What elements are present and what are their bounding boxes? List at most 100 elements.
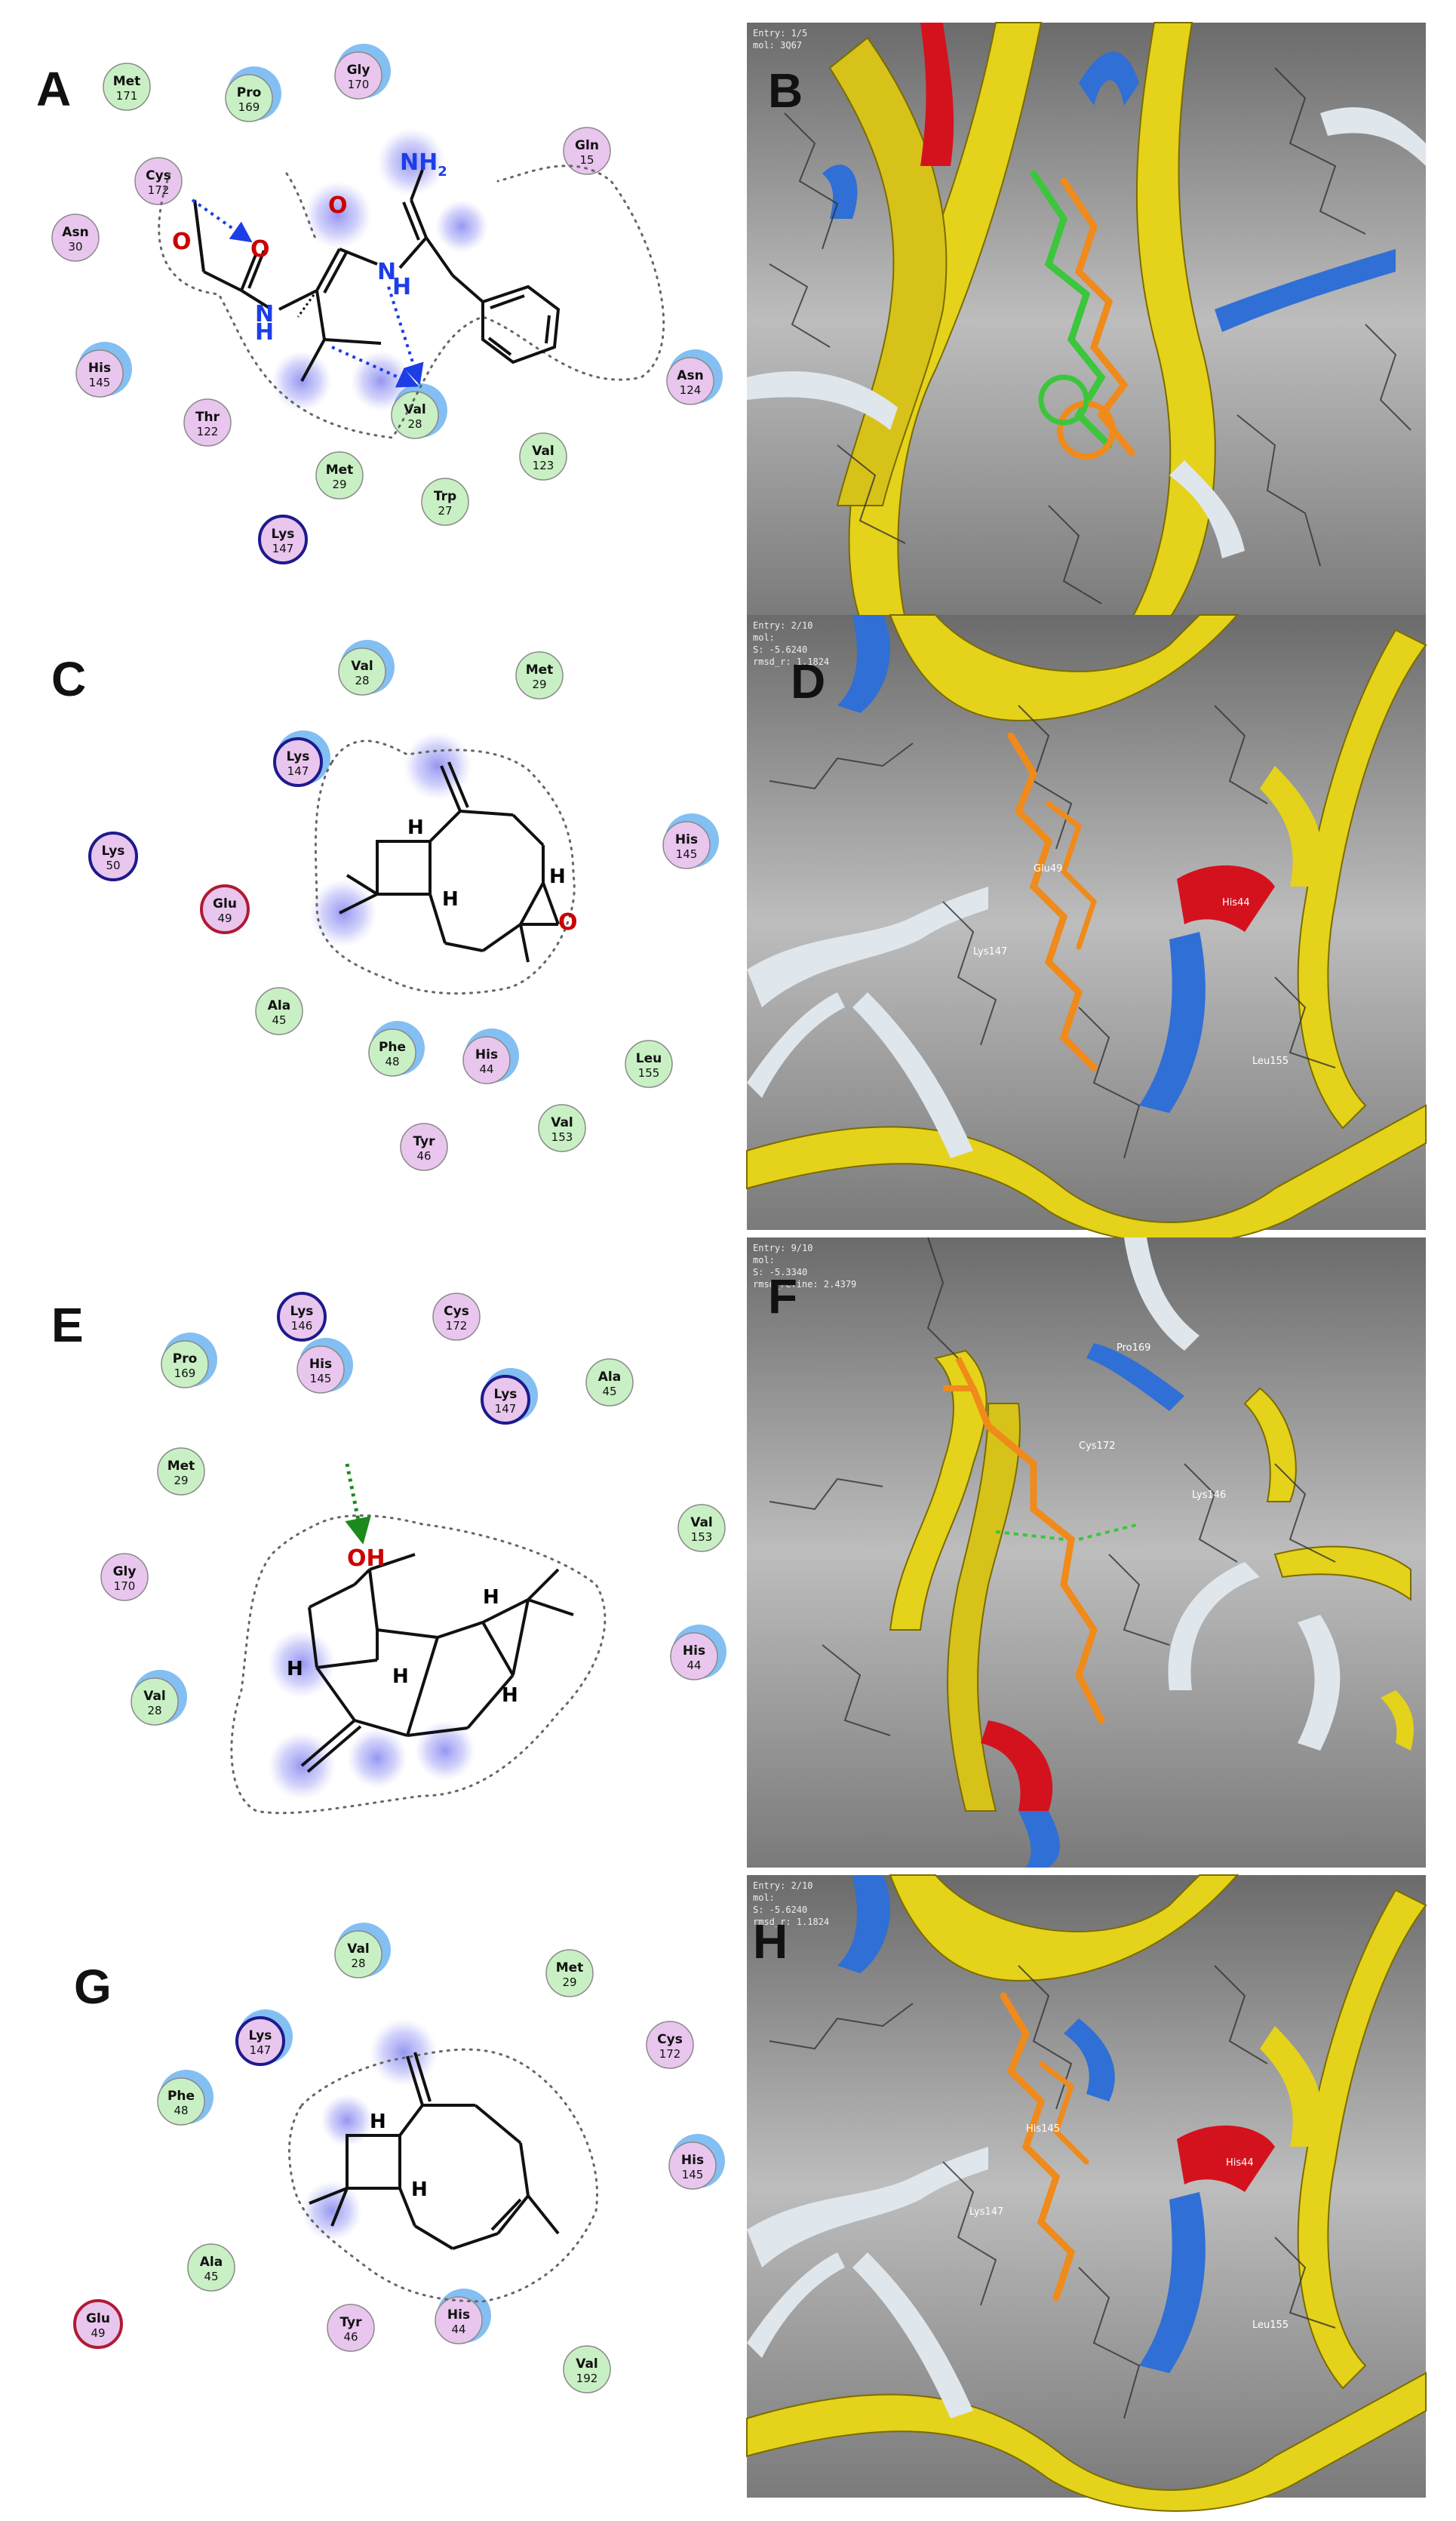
svg-text:OH: OH [347, 1545, 386, 1572]
residue-his-44: His44 [670, 1625, 726, 1680]
residue-name: Val [347, 1941, 370, 1957]
svg-text:S: -5.6240: S: -5.6240 [753, 1905, 807, 1915]
residue-disc [51, 214, 100, 262]
residue-name: Tyr [413, 1134, 435, 1149]
residue-number: 153 [551, 1130, 573, 1144]
residue-number: 49 [91, 2326, 105, 2340]
panel-label: E [51, 1298, 84, 1352]
svg-text:mol: 3Q67: mol: 3Q67 [753, 40, 802, 51]
residue-name: Lys [290, 1304, 314, 1319]
residue-number: 145 [676, 847, 698, 861]
ligand-3d [1030, 170, 1135, 460]
residue-his-145: His145 [75, 342, 132, 398]
residue-name: Val [576, 2357, 598, 2372]
residue-number: 49 [217, 912, 232, 925]
residue-his-44: His44 [462, 1028, 519, 1084]
panel-b: Entry: 1/5 mol: 3Q67 B [747, 22, 1426, 619]
residue-number: 122 [197, 425, 219, 438]
panel-f: Entry: 9/10 mol: S: -5.3340 rmsd_refine:… [747, 1237, 1426, 1868]
svg-text:H: H [392, 274, 411, 300]
residue-name: Asn [677, 368, 703, 383]
svg-text:H: H [287, 1658, 303, 1680]
residue-name: His [447, 2307, 470, 2323]
panel-label: H [753, 1914, 788, 1969]
protein-ribbons [746, 614, 1427, 1244]
residue-layer: Val28Met29Lys147His145Lys50Glu49Ala45Phe… [88, 640, 719, 1171]
ligand-2d: O O O N H N H NH2 [158, 128, 665, 439]
residue-disc [662, 821, 711, 869]
residue-name: Val [351, 659, 373, 674]
residue-disc [315, 451, 364, 500]
svg-text:mol:: mol: [753, 1255, 775, 1265]
sidechain-sticks [769, 1965, 1336, 2419]
residue-number: 48 [385, 1055, 399, 1068]
residue-disc [334, 51, 382, 100]
svg-text:H: H [407, 816, 424, 839]
residue-lys-146: Lys146 [277, 1292, 327, 1342]
residue-name: Thr [195, 410, 220, 425]
residue-glu-49: Glu49 [73, 2299, 123, 2349]
residue-number: 124 [680, 383, 702, 397]
residue-name: Ala [598, 1370, 621, 1385]
residue-number: 44 [687, 1659, 701, 1672]
residue-disc [327, 2304, 375, 2352]
residue-number: 27 [438, 504, 452, 518]
ligand-2d: OH H H H H [230, 1463, 607, 1815]
residue-disc [670, 1632, 718, 1680]
residue-disc [585, 1358, 634, 1407]
residue-number: 171 [116, 89, 138, 103]
residue-disc [100, 1553, 149, 1601]
residue-disc [235, 2016, 285, 2066]
residue-number: 48 [174, 2104, 188, 2117]
svg-text:H: H [502, 1684, 518, 1707]
svg-text:Glu49: Glu49 [1034, 863, 1062, 875]
residue-number: 145 [682, 2168, 704, 2181]
svg-text:H: H [370, 2111, 386, 2133]
residue-number: 170 [348, 78, 370, 91]
panel-label: B [768, 63, 803, 118]
residue-name: Leu [636, 1051, 662, 1066]
residue-number: 145 [89, 376, 111, 389]
residue-disc [73, 2299, 123, 2349]
residue-name: Lys [272, 527, 295, 542]
residue-name: Lys [249, 2028, 272, 2043]
residue-disc [157, 2077, 205, 2126]
svg-text:mol:: mol: [753, 632, 775, 643]
residue-his-145: His145 [668, 2134, 725, 2190]
residue-disc [677, 1504, 726, 1552]
panel-c: C Val28Met29Lys147His145Lys50Glu49Ala45P… [51, 640, 719, 1171]
residue-disc [187, 2243, 235, 2292]
residue-disc [88, 832, 138, 881]
residue-disc [368, 1028, 416, 1077]
svg-text:rmsd_refine: 2.4379: rmsd_refine: 2.4379 [753, 1279, 856, 1290]
residue-number: 147 [495, 1402, 517, 1416]
svg-text:Leu155: Leu155 [1252, 2320, 1289, 2331]
svg-text:His44: His44 [1222, 897, 1250, 908]
svg-text:Leu155: Leu155 [1252, 1056, 1289, 1067]
protein-ribbons [746, 1874, 1427, 2512]
svg-text:S: -5.3340: S: -5.3340 [753, 1267, 807, 1277]
residue-name: Val [404, 402, 426, 417]
residue-number: 44 [451, 2323, 465, 2336]
residue-disc [515, 651, 564, 699]
residue-number: 15 [579, 153, 594, 167]
residue-disc [563, 2345, 611, 2393]
residue-disc [131, 1677, 179, 1726]
residue-cys-172: Cys172 [432, 1293, 481, 1341]
residue-lys-147: Lys147 [258, 515, 308, 564]
residue-disc [161, 1340, 209, 1388]
residue-number: 29 [174, 1474, 188, 1487]
residue-disc [391, 391, 439, 439]
